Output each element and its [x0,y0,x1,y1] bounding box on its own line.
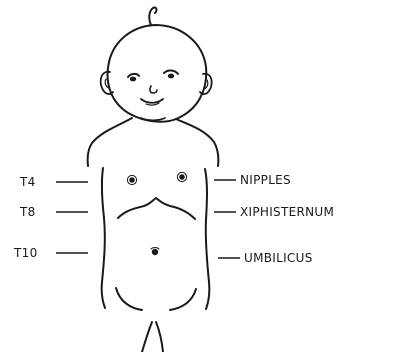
nipples-label: NIPPLES [240,173,291,187]
t10-label: T10 [13,246,38,260]
left-groin-fold [116,288,142,310]
nose [150,86,157,93]
right-nipple [179,174,185,180]
t4-label: T4 [19,175,36,189]
right-groin-fold [170,289,196,310]
left-trunk-side [102,168,105,308]
right-leaders [214,180,240,258]
hair-curl [149,7,156,25]
infant-figure [88,7,219,352]
eyes [128,70,178,81]
left-leaders [56,182,88,253]
left-nipple [129,177,135,183]
right-trunk-side [205,169,209,309]
head-outline [108,25,207,122]
right-leg [156,322,163,352]
t8-label: T8 [19,205,36,219]
costal-margin [118,198,195,219]
chin-line [141,118,165,120]
mouth [141,99,163,103]
umbilicus [152,249,158,255]
left-leg [142,322,152,352]
umbilicus-label: UMBILICUS [244,251,313,265]
right-shoulder [176,119,218,166]
left-shoulder [88,118,132,166]
xiphisternum-label: XIPHISTERNUM [240,205,334,219]
